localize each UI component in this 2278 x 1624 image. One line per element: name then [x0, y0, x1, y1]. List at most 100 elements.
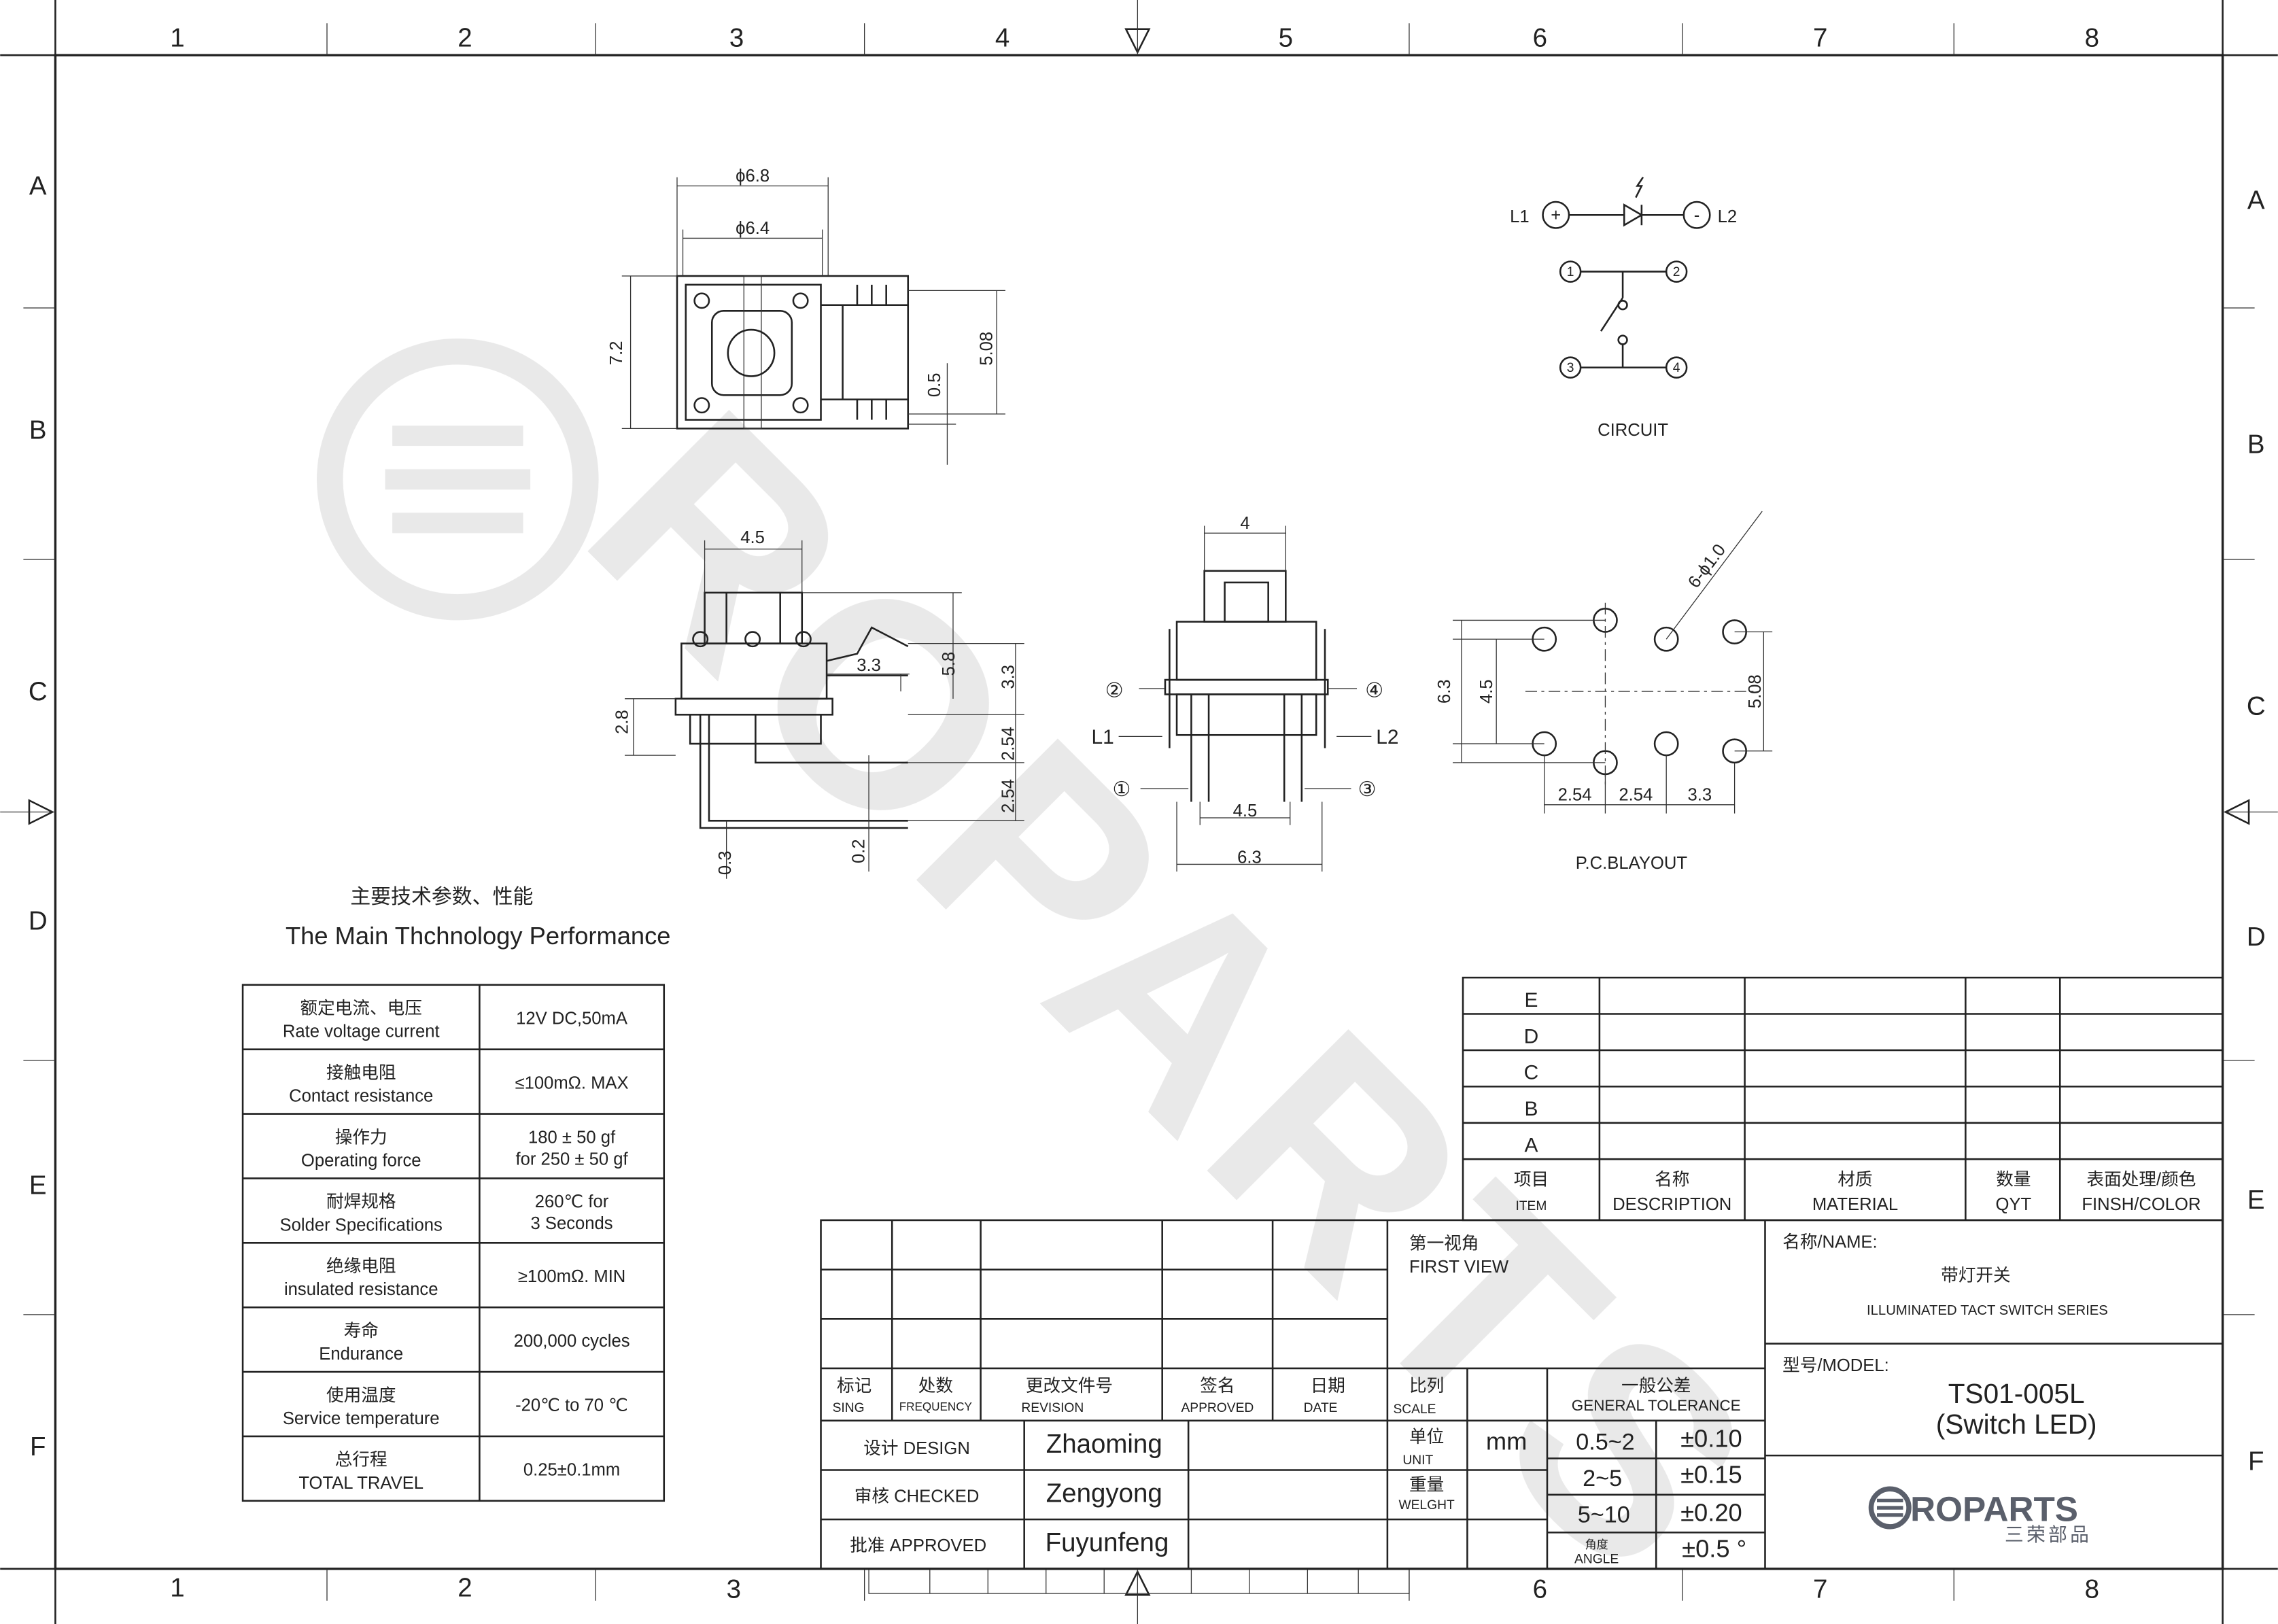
spec-label-cn: 使用温度: [326, 1385, 396, 1405]
pin-label: L2: [1376, 726, 1398, 748]
signoff-name: Zhaoming: [1046, 1430, 1162, 1459]
header-en: APPROVED: [1181, 1401, 1254, 1415]
dim-label: ϕ6.4: [736, 219, 770, 238]
revision-header-en: MATERIAL: [1812, 1195, 1898, 1214]
dim-label: 2.54: [1619, 785, 1653, 804]
column-labels-top: 1 2 3 4 5 6 7 8: [170, 23, 2099, 52]
dim-label: 3.3: [857, 656, 881, 675]
dim-label: 6.3: [1435, 679, 1454, 704]
signoff-name: Fuyunfeng: [1046, 1528, 1169, 1557]
unit-en: UNIT: [1402, 1453, 1433, 1468]
row-labels: A B C D E F A B C D E F: [29, 171, 2266, 1476]
spec-label-cn: 寿命: [344, 1321, 379, 1341]
spec-value: for 250 ± 50 gf: [516, 1150, 629, 1169]
column-labels-bottom: 1 2 3 6 7 8: [170, 1573, 2099, 1604]
dim-label: 2.54: [999, 727, 1018, 761]
unit-cn: 单位: [1409, 1427, 1444, 1447]
spec-value: ≥100mΩ. MIN: [518, 1267, 626, 1286]
name-cn: 带灯开关: [1941, 1266, 2011, 1285]
dim-label: 0.3: [716, 850, 735, 875]
header-cn: 标记: [837, 1376, 871, 1396]
dim-label: 2.8: [612, 710, 632, 734]
unit-value: mm: [1486, 1428, 1528, 1455]
column-label: 7: [1813, 23, 1827, 52]
tolerance-value: ±0.10: [1680, 1424, 1742, 1452]
specs-section: 主要技术参数、性能 The Main Thchnology Performanc…: [241, 886, 670, 1502]
tolerance-value: ±0.20: [1680, 1498, 1742, 1526]
spec-label-cn: 总行程: [335, 1450, 387, 1470]
spec-value: 180 ± 50 gf: [528, 1128, 616, 1147]
revision-header-cn: 表面处理/颜色: [2086, 1170, 2196, 1190]
revision-row-label: B: [1524, 1098, 1538, 1120]
dim-label: 4.5: [1477, 679, 1496, 704]
column-label: 4: [995, 23, 1009, 52]
header-cn: 处数: [918, 1376, 953, 1396]
tolerance-cn: 一般公差: [1621, 1376, 1691, 1396]
side-view-drawing: 4.5 5.8 3.3 3.3 2.8 2.54 2.54 0.3 0.2: [612, 528, 1024, 879]
dim-label: 2.54: [1558, 785, 1592, 804]
pin-label: L1: [1091, 726, 1114, 748]
spec-label-en: Solder Specifications: [280, 1215, 443, 1234]
revision-header-cn: 项目: [1514, 1171, 1549, 1190]
header-en: SING: [833, 1401, 865, 1415]
dim-label: 6.3: [1237, 848, 1262, 867]
dim-label: 6-ϕ1.0: [1685, 540, 1729, 591]
view-cn: 第一视角: [1409, 1234, 1479, 1254]
header-en: DATE: [1304, 1401, 1338, 1415]
row-label: C: [29, 677, 48, 706]
dim-label: 0.2: [850, 839, 869, 863]
header-cn: 比列: [1409, 1376, 1444, 1396]
spec-label-cn: 接触电阻: [326, 1062, 396, 1082]
header-en: SCALE: [1393, 1402, 1436, 1417]
dim-label: 5.08: [978, 332, 997, 366]
header-cn: 日期: [1311, 1377, 1345, 1396]
column-label: 5: [1279, 23, 1293, 52]
spec-label-en: insulated resistance: [284, 1280, 438, 1299]
spec-value: ≤100mΩ. MAX: [515, 1073, 629, 1092]
row-label: D: [29, 907, 48, 936]
tolerance-range: 5~10: [1578, 1502, 1630, 1527]
dim-label: 5.08: [1746, 674, 1765, 708]
dim-label: 3.3: [1688, 785, 1712, 804]
signoff-role: 批准 APPROVED: [850, 1536, 986, 1555]
tolerance-en: GENERAL TOLERANCE: [1572, 1397, 1741, 1414]
dim-label: 5.8: [939, 652, 959, 676]
pin-label: ③: [1358, 778, 1377, 801]
spec-label-en: Service temperature: [283, 1409, 440, 1428]
pin-label: ④: [1365, 680, 1383, 702]
spec-value: 0.25±0.1mm: [523, 1461, 620, 1480]
revision-header-en: DESCRIPTION: [1612, 1195, 1731, 1214]
circuit-minus: -: [1694, 206, 1700, 225]
spec-label-en: Endurance: [319, 1345, 403, 1364]
signoff-name: Zengyong: [1046, 1479, 1162, 1508]
name-en: ILLUMINATED TACT SWITCH SERIES: [1867, 1303, 2108, 1318]
spec-value: 260℃ for: [535, 1192, 609, 1211]
row-label: D: [2247, 922, 2266, 952]
company-logo: ROPARTS 三荣部品: [1868, 1486, 2092, 1545]
row-label: E: [29, 1171, 47, 1200]
dim-label: 3.3: [999, 665, 1018, 689]
view-en: FIRST VIEW: [1409, 1258, 1509, 1277]
spec-label-cn: 操作力: [335, 1127, 387, 1147]
revision-row-label: C: [1524, 1062, 1539, 1084]
column-label: 2: [458, 23, 472, 52]
signoff-role: 审核 CHECKED: [855, 1487, 980, 1506]
logo-cn: 三荣部品: [2005, 1524, 2092, 1545]
tolerance-range: ANGLE: [1574, 1552, 1619, 1566]
column-label: 6: [1533, 23, 1547, 52]
dim-label: 7.2: [607, 341, 626, 365]
row-label: B: [2247, 430, 2265, 460]
revision-table: E D C B A 项目 ITEM 名称 DESCRIPTION 材质 MATE…: [1462, 976, 2224, 1222]
revision-header-cn: 名称: [1655, 1170, 1689, 1190]
dim-label: ϕ6.8: [736, 167, 770, 186]
circuit-pin: 3: [1567, 361, 1574, 375]
pin-label: ①: [1112, 778, 1131, 801]
spec-label-cn: 耐焊规格: [326, 1192, 396, 1211]
tolerance-range: 2~5: [1583, 1466, 1622, 1491]
title-block: 第一视角 FIRST VIEW 标记 SING 处数 FREQUENCY 更改文…: [820, 1219, 2224, 1570]
tolerance-value: ±0.5 °: [1682, 1535, 1746, 1563]
column-label: 3: [729, 23, 744, 52]
header-en: FREQUENCY: [899, 1400, 973, 1413]
spec-label-en: Operating force: [301, 1151, 421, 1170]
circuit-pin: 1: [1567, 265, 1574, 279]
